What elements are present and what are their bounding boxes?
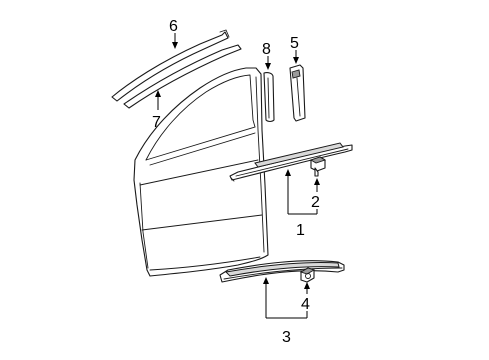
part-3-side-moulding (219, 260, 345, 283)
part-5-pillar-garnish (289, 64, 306, 122)
part-1-belt-moulding (229, 142, 353, 182)
callout-7: 7 (152, 114, 161, 131)
front-door-shell (133, 67, 269, 277)
part-7-frame-moulding (123, 44, 242, 109)
callout-5: 5 (290, 35, 299, 52)
callout-1: 1 (296, 222, 305, 239)
leader-1-2 (285, 169, 320, 215)
leader-5 (293, 50, 299, 64)
callout-2: 2 (311, 194, 320, 211)
callout-6: 6 (169, 18, 178, 35)
callout-3: 3 (282, 329, 291, 346)
part-2-clip (309, 156, 327, 177)
part-8-garnish (263, 72, 275, 123)
part-4-clip (299, 267, 316, 283)
leader-7 (155, 90, 161, 110)
part-6-frame-moulding (111, 29, 230, 102)
leader-6 (172, 33, 178, 49)
leader-3-4 (263, 277, 310, 319)
leader-8 (265, 56, 271, 70)
callout-4: 4 (301, 296, 310, 313)
callout-8: 8 (262, 41, 271, 58)
